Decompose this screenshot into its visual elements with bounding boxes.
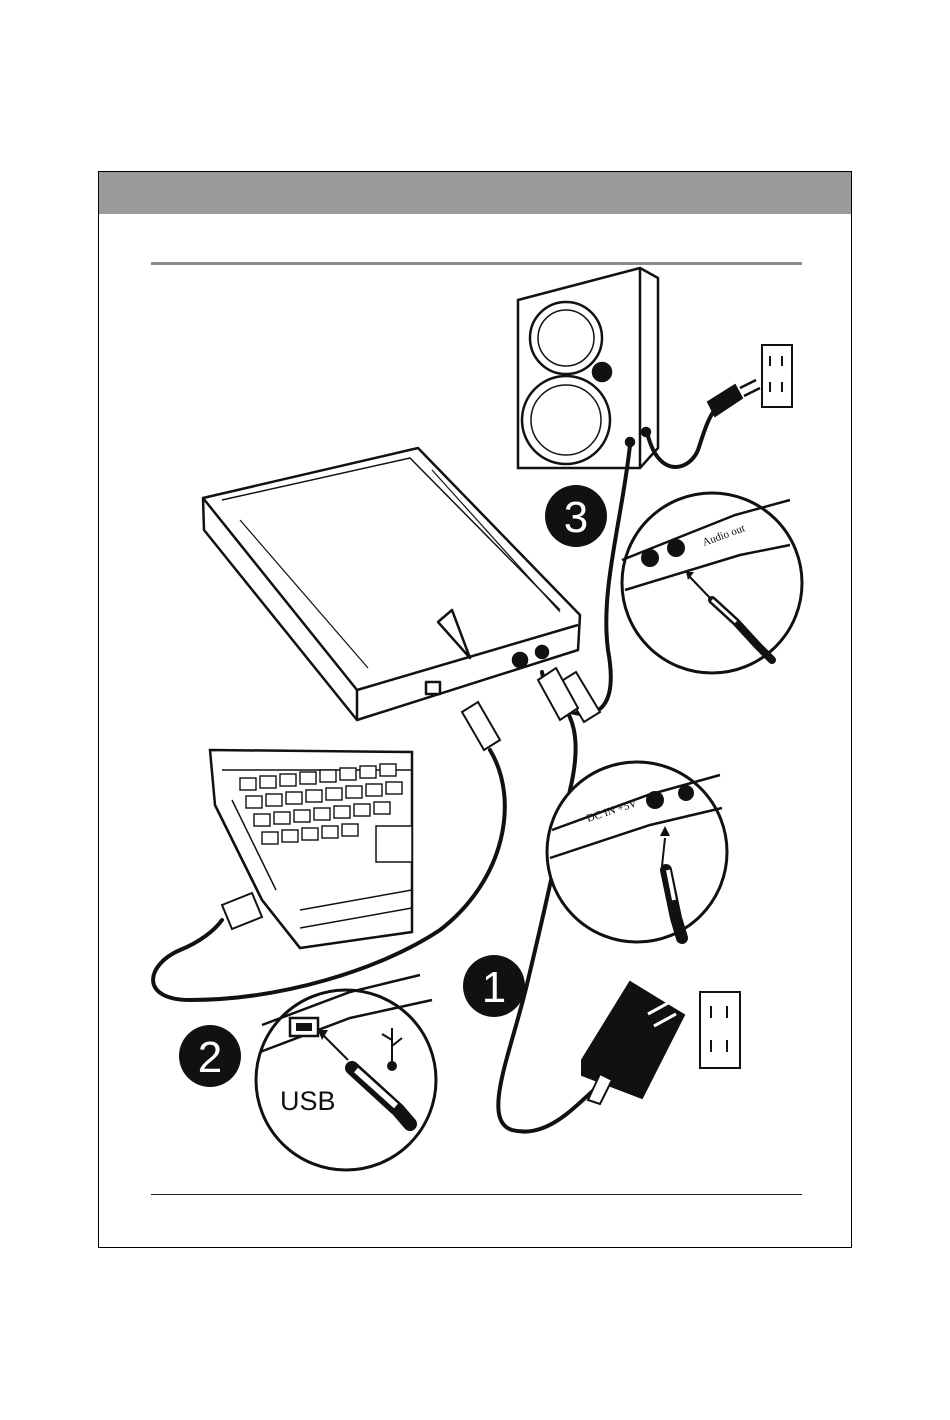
power-adapter-icon — [582, 982, 684, 1104]
usb-label: USB — [280, 1086, 336, 1116]
svg-text:3: 3 — [564, 493, 588, 542]
step-badge-3: 3 — [545, 485, 607, 547]
speaker-plug-icon — [708, 380, 760, 416]
usb-plug-scanner-icon — [462, 702, 500, 750]
svg-text:1: 1 — [482, 963, 506, 1012]
step-badge-2: 2 — [179, 1025, 241, 1087]
usb-plug-laptop-icon — [222, 893, 262, 929]
step-badge-1: 1 — [463, 955, 525, 1017]
wall-outlet-icon — [762, 345, 792, 407]
wall-outlet-icon — [700, 992, 740, 1068]
speaker-icon — [518, 268, 658, 468]
zoom-usb: USB — [256, 975, 436, 1170]
svg-text:2: 2 — [198, 1033, 222, 1082]
zoom-dc-in: DC IN +5V — [547, 762, 727, 942]
scanner-icon — [203, 448, 580, 720]
zoom-audio-out: Audio out — [622, 493, 802, 673]
